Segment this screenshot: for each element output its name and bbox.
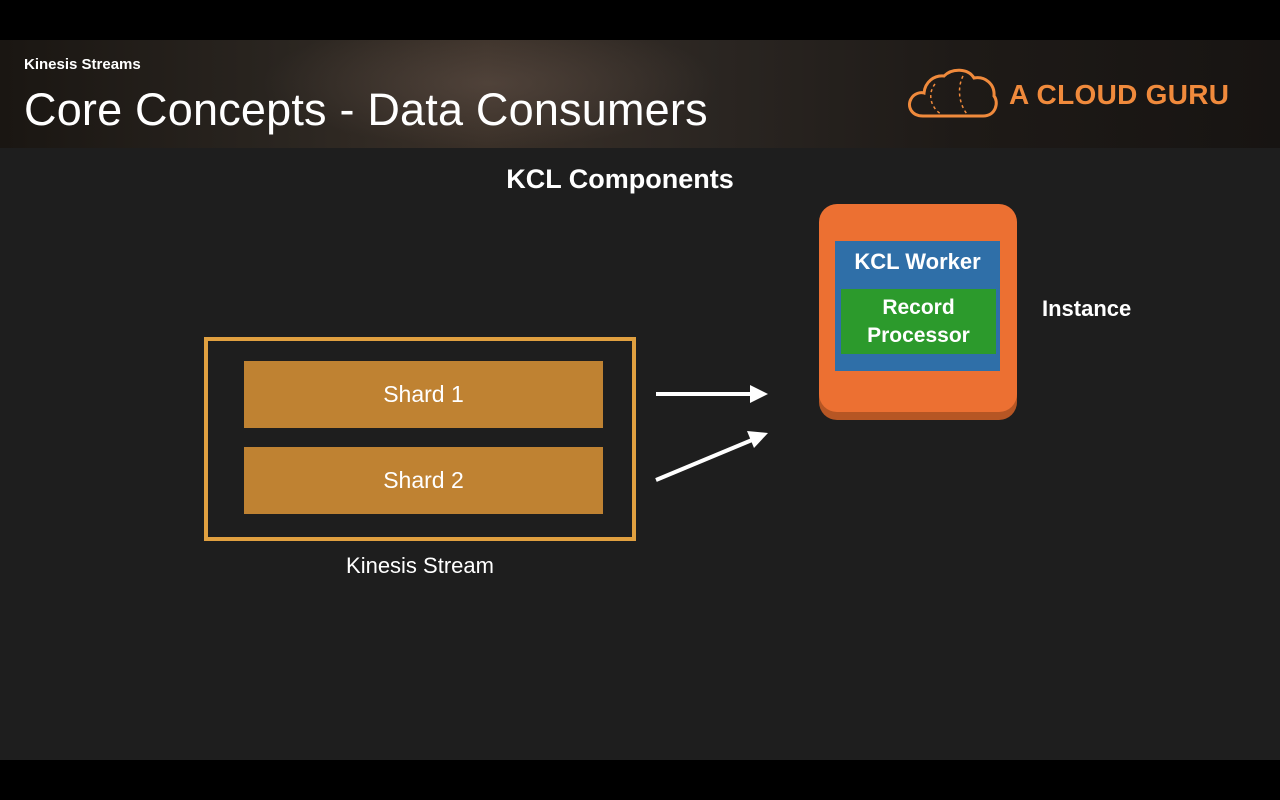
ec2-instance: KCL Worker Record Processor	[819, 204, 1017, 412]
record-processor: Record Processor	[841, 289, 996, 354]
shard-1: Shard 1	[244, 361, 603, 428]
diagram-title: KCL Components	[506, 164, 734, 194]
cloud-icon	[908, 68, 998, 118]
kcl-worker: KCL Worker Record Processor	[835, 241, 1000, 371]
arrow-shard-2	[655, 431, 768, 482]
brand-logo: A CLOUD GURU	[905, 66, 1255, 122]
arrow-shard-1	[656, 385, 768, 403]
shard-2: Shard 2	[244, 447, 603, 514]
slide: Kinesis Streams Core Concepts - Data Con…	[0, 40, 1280, 760]
kinesis-stream-box: Shard 1 Shard 2	[204, 337, 636, 541]
section-label: Kinesis Streams	[24, 56, 141, 73]
page-title: Core Concepts - Data Consumers	[24, 84, 708, 135]
slide-header: Kinesis Streams Core Concepts - Data Con…	[0, 40, 1280, 148]
kcl-worker-label: KCL Worker	[854, 249, 981, 274]
instance-label: Instance	[1042, 296, 1132, 321]
kinesis-stream-label: Kinesis Stream	[346, 553, 494, 578]
brand-name: A CLOUD GURU	[1009, 79, 1230, 110]
flow-arrows	[655, 385, 768, 482]
